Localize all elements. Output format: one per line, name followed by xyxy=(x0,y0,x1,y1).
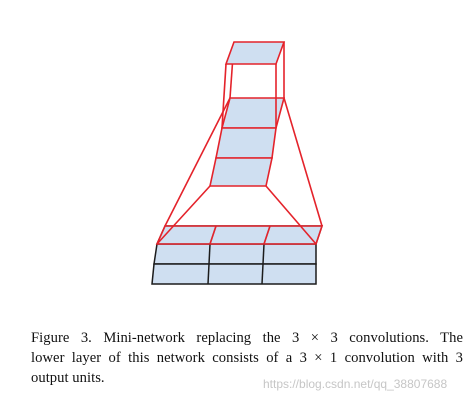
top-edge-left-front xyxy=(221,63,227,129)
receptive-slab-divider-2 xyxy=(263,225,271,245)
mini-network-diagram xyxy=(151,41,324,285)
input-grid-row-2 xyxy=(153,243,317,265)
input-grid-divider-3 xyxy=(207,243,211,285)
caption-line-1: Figure 3. Mini-network replacing the 3 ×… xyxy=(31,330,463,346)
pyramid-edge-right-front xyxy=(265,185,317,245)
middle-cell-1 xyxy=(220,97,286,129)
output-unit xyxy=(224,41,286,65)
output-unit-face xyxy=(224,41,286,65)
pyramid-edge-left-front xyxy=(156,185,211,245)
receptive-slab-face xyxy=(155,225,324,245)
middle-layer xyxy=(209,97,286,187)
input-grid-divider-4 xyxy=(261,243,265,285)
figure-caption: Figure 3. Mini-network replacing the 3 ×… xyxy=(31,328,463,388)
pyramid-edge-right-back xyxy=(283,97,323,227)
pyramid-edge-left-back xyxy=(164,97,231,227)
caption-line-3: output units. xyxy=(31,370,105,386)
receptive-slab-divider-1 xyxy=(209,225,217,245)
watermark: https://blog.csdn.net/qq_38807688 xyxy=(263,377,448,391)
middle-cell-3 xyxy=(209,157,273,187)
connection-pyramid xyxy=(156,97,323,245)
receptive-slab xyxy=(155,225,324,245)
middle-cell-2 xyxy=(215,127,277,159)
input-grid-row-3 xyxy=(151,263,317,285)
caption-line-2: lower layer of this network consists of … xyxy=(31,350,463,366)
